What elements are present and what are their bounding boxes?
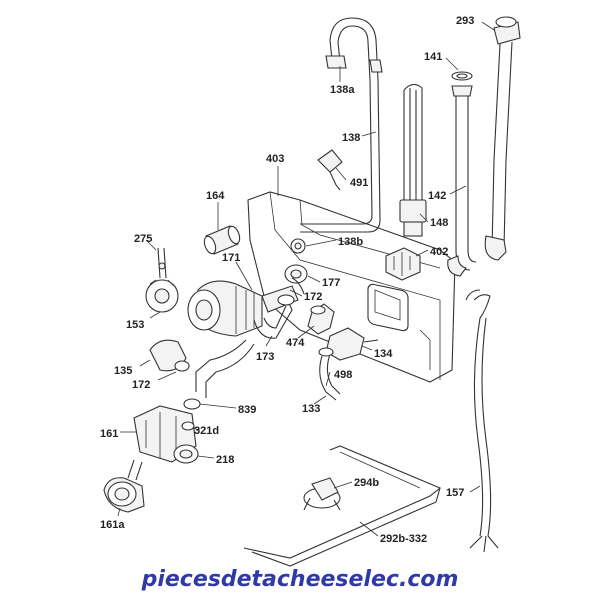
label-403: 403	[266, 153, 284, 165]
label-474: 474	[286, 337, 305, 349]
label-148: 148	[430, 217, 448, 229]
part-275-sensor	[157, 247, 167, 279]
label-153: 153	[126, 319, 144, 331]
label-141: 141	[424, 51, 442, 63]
label-275: 275	[134, 233, 152, 245]
label-498: 498	[334, 369, 352, 381]
base-plate	[243, 445, 442, 567]
label-135: 135	[114, 365, 132, 377]
watermark: piecesdetacheeselec.com	[139, 565, 461, 594]
part-161a-elbow	[103, 459, 145, 513]
label-293: 293	[456, 15, 474, 27]
part-294b-hub	[303, 477, 341, 511]
part-498-hose	[318, 347, 341, 401]
part-171-pump	[187, 277, 305, 337]
label-138a: 138a	[330, 84, 355, 96]
label-294b: 294b	[354, 477, 379, 489]
label-142: 142	[428, 190, 446, 202]
label-292b-332: 292b-332	[380, 533, 427, 545]
part-135-hose	[149, 339, 255, 398]
label-177: 177	[322, 277, 340, 289]
label-138b: 138b	[338, 236, 363, 248]
label-138: 138	[342, 132, 360, 144]
label-134: 134	[374, 348, 393, 360]
part-labels: 293 141 138a 138 403 491 164 142 148 275…	[100, 15, 474, 545]
hose-138	[300, 17, 383, 233]
label-164: 164	[206, 190, 225, 202]
watermark-text: piecesdetacheeselec.com	[141, 567, 459, 592]
part-148-heater	[399, 83, 427, 237]
part-402-connector	[385, 247, 421, 281]
part-474-elbow	[307, 303, 335, 335]
label-173: 173	[256, 351, 274, 363]
part-138b-ring	[290, 238, 306, 254]
part-153-switch	[145, 279, 179, 313]
label-491: 491	[350, 177, 368, 189]
part-173-hose	[253, 294, 295, 339]
label-161a: 161a	[100, 519, 125, 531]
part-293-inlet-hose	[484, 16, 521, 261]
label-157: 157	[446, 487, 464, 499]
label-321d: 321d	[194, 425, 219, 437]
label-839: 839	[238, 404, 256, 416]
label-171: 171	[222, 252, 240, 264]
part-177-grommet	[284, 264, 308, 284]
label-161: 161	[100, 428, 118, 440]
label-402: 402	[430, 246, 448, 258]
part-164-filter	[203, 225, 241, 255]
part-142-hose	[447, 71, 477, 277]
label-218: 218	[216, 454, 234, 466]
part-839-ring	[183, 398, 201, 410]
label-172-upper: 172	[304, 291, 322, 303]
part-491-clip	[317, 149, 343, 191]
leader-lines	[117, 21, 495, 537]
part-157-harness	[465, 289, 499, 553]
label-172-lower: 172	[132, 379, 150, 391]
part-161-pump	[133, 405, 199, 464]
label-133: 133	[302, 403, 320, 415]
